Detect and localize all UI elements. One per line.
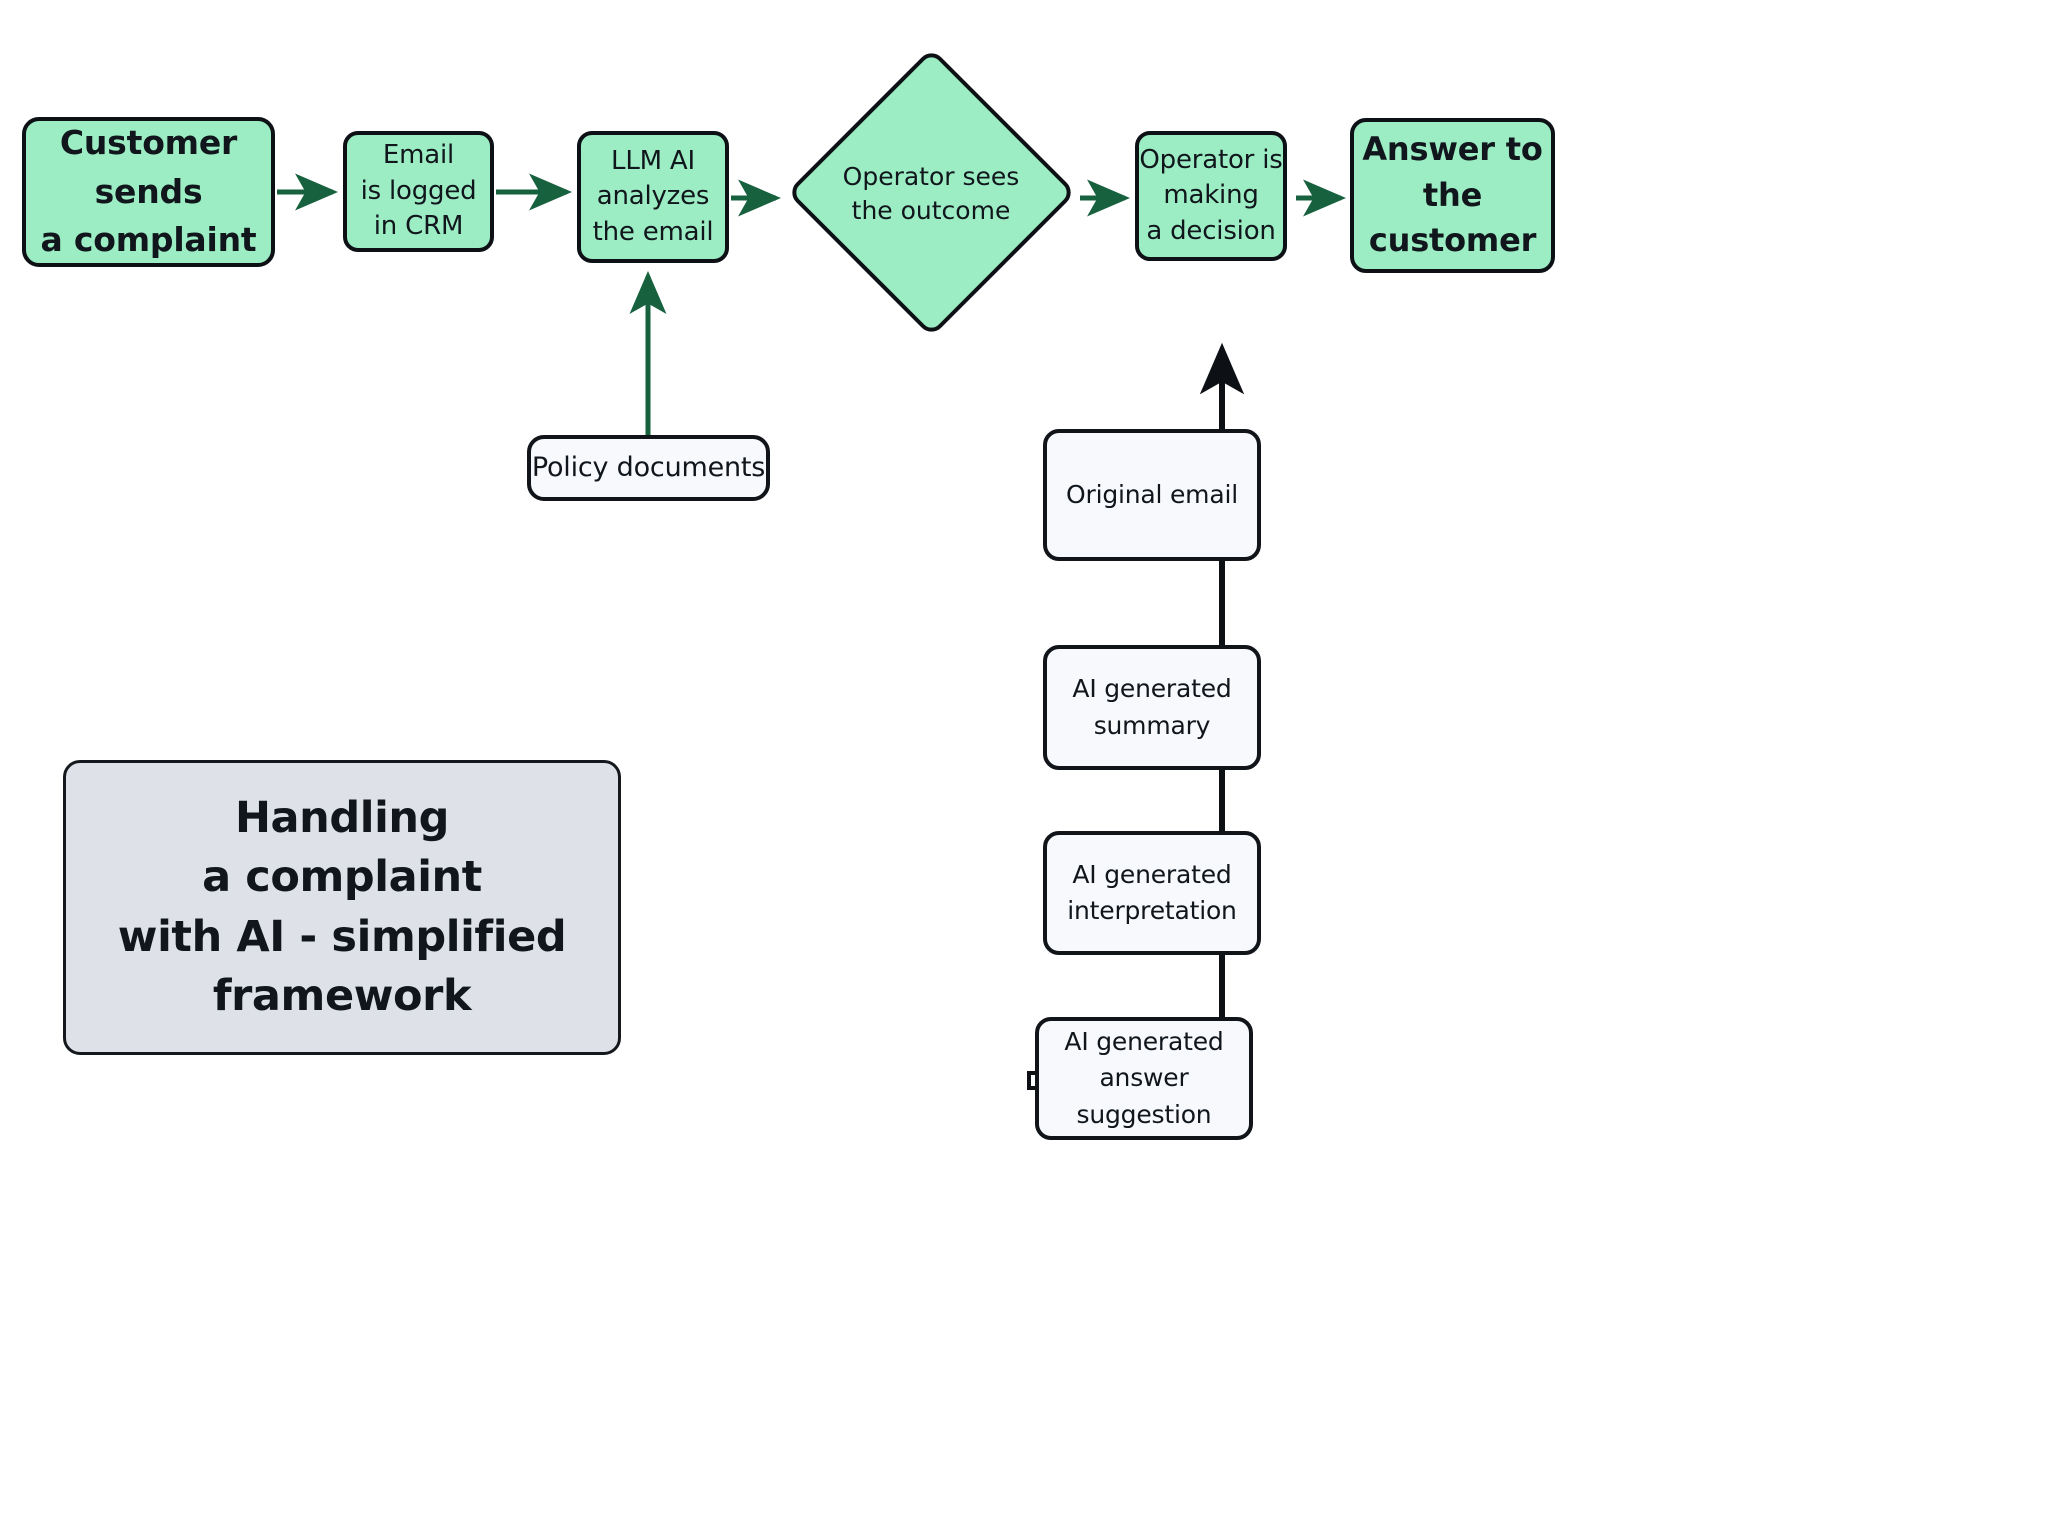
node-label: AI generated answer suggestion: [1064, 1027, 1224, 1129]
node-label: Email is logged in CRM: [360, 140, 477, 242]
node-ai-generated-answer-suggestion[interactable]: AI generated answer suggestion: [1035, 1017, 1253, 1140]
node-operator-making-decision[interactable]: Operator is making a decision: [1135, 131, 1287, 261]
node-original-email[interactable]: Original email: [1043, 429, 1261, 561]
node-label: LLM AI analyzes the email: [592, 145, 714, 247]
node-operator-sees-outcome[interactable]: Operator sees the outcome: [786, 47, 1077, 338]
node-customer-sends-complaint[interactable]: Customer sends a complaint: [22, 117, 275, 267]
diagram-title-text: Handling a complaint with AI - simplifie…: [117, 792, 567, 1021]
diagram-title-card: Handling a complaint with AI - simplifie…: [63, 760, 621, 1055]
node-email-logged-in-crm[interactable]: Email is logged in CRM: [343, 131, 494, 252]
node-llm-ai-analyzes-email[interactable]: LLM AI analyzes the email: [577, 131, 729, 263]
node-label: Original email: [1066, 479, 1238, 509]
node-ai-generated-interpretation[interactable]: AI generated interpretation: [1043, 831, 1261, 955]
node-label: Answer to the customer: [1362, 129, 1543, 260]
node-label: Customer sends a complaint: [40, 122, 257, 260]
node-label: AI generated summary: [1072, 674, 1232, 740]
node-ai-generated-summary[interactable]: AI generated summary: [1043, 645, 1261, 770]
node-answer-to-customer[interactable]: Answer to the customer: [1350, 118, 1555, 273]
node-label: Operator is making a decision: [1139, 144, 1283, 246]
node-policy-documents[interactable]: Policy documents: [527, 435, 770, 501]
node-label: AI generated interpretation: [1067, 859, 1237, 925]
node-label: Operator sees the outcome: [842, 161, 1020, 226]
node-label: Policy documents: [531, 452, 766, 484]
